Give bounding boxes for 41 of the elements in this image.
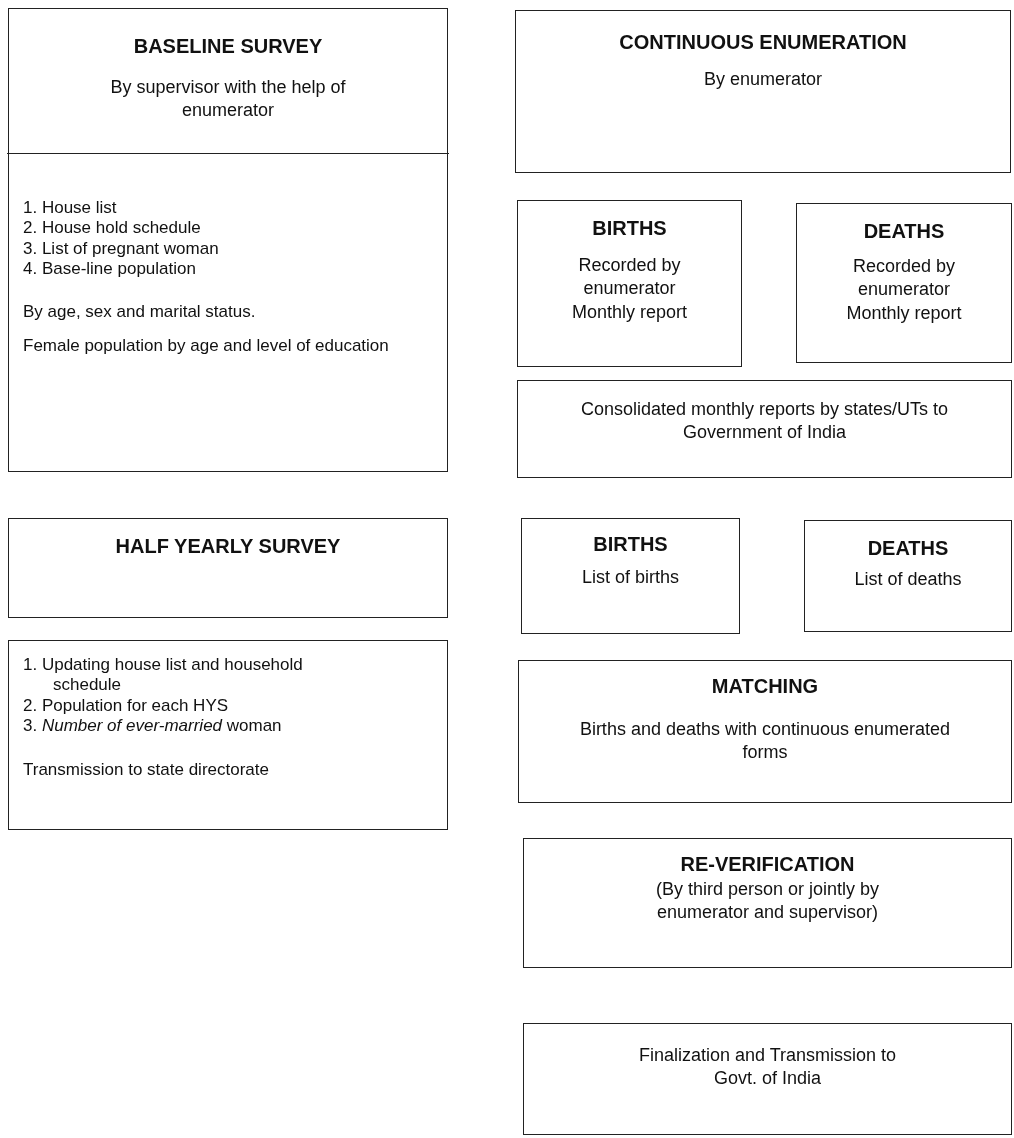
process-box xyxy=(8,8,448,472)
box-heading: HALF YEARLY SURVEY xyxy=(114,535,342,558)
process-box xyxy=(515,10,1011,173)
process-box xyxy=(521,518,740,634)
box-heading: RE-VERIFICATION xyxy=(679,853,856,876)
list-item: 1. House list xyxy=(22,197,118,219)
box-text: List of births xyxy=(580,566,680,589)
box-heading: BIRTHS xyxy=(592,533,669,556)
box-text: (By third person or jointly by enumerator and supervisor) xyxy=(654,878,881,925)
box-heading: MATCHING xyxy=(710,675,820,698)
box-note: Female population by age and level of education xyxy=(22,334,390,356)
list-item: 3. Number of ever-married woman xyxy=(22,716,283,737)
list-item: 1. Updating house list and household schedule xyxy=(22,655,304,696)
box-heading: CONTINUOUS ENUMERATION xyxy=(618,31,908,54)
process-box xyxy=(523,838,1012,968)
box-heading: DEATHS xyxy=(866,537,950,560)
box-text: Recorded by enumerator Monthly report xyxy=(570,254,689,324)
box-heading: DEATHS xyxy=(862,220,946,243)
process-box xyxy=(518,660,1012,803)
box-text: Recorded by enumerator Monthly report xyxy=(845,255,963,325)
box-text: Births and deaths with continuous enumerated forms xyxy=(578,718,952,765)
process-box xyxy=(517,380,1012,478)
box-text: By supervisor with the help of enumerator xyxy=(109,76,347,123)
list-item: 4. Base-line population xyxy=(22,258,197,280)
list-item: 2. Population for each HYS xyxy=(22,695,230,717)
box-text: Consolidated monthly reports by states/UTs to Government of India xyxy=(579,398,950,445)
process-box xyxy=(523,1023,1012,1135)
process-box xyxy=(8,640,448,830)
process-box xyxy=(796,203,1012,363)
box-heading: BASELINE SURVEY xyxy=(132,35,324,58)
box-text: List of deaths xyxy=(853,568,963,591)
box-heading: BIRTHS xyxy=(591,217,668,240)
box-text: Finalization and Transmission to Govt. of India xyxy=(637,1044,898,1091)
process-box xyxy=(804,520,1012,632)
list-item: 2. House hold schedule xyxy=(22,218,202,239)
box-note: By age, sex and marital status. xyxy=(22,301,257,323)
process-box xyxy=(517,200,742,367)
list-item: 3. List of pregnant woman xyxy=(22,238,220,259)
process-box xyxy=(8,518,448,618)
box-text: By enumerator xyxy=(702,68,824,91)
box-note: Transmission to state directorate xyxy=(22,758,270,780)
